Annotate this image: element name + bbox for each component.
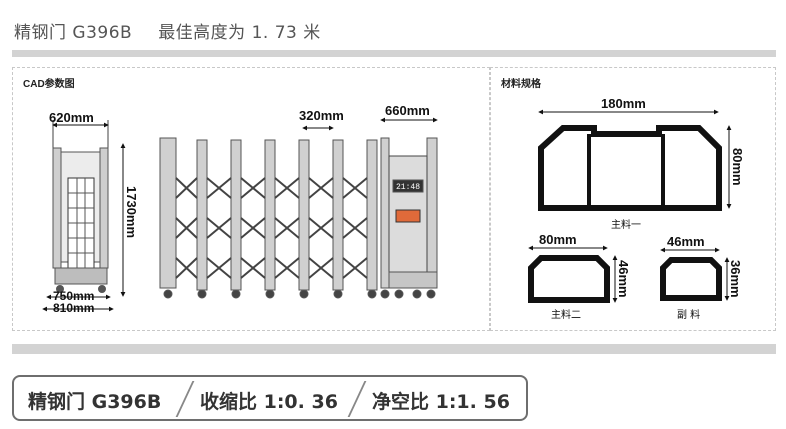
dim-height: 1730mm: [124, 186, 139, 238]
aux-label: 副 料: [677, 308, 700, 321]
header-height-note: 最佳高度为 1. 73 米: [158, 23, 321, 43]
dim-base-outer: 810mm: [53, 301, 94, 315]
dim-base-inner: 750mm: [53, 289, 94, 303]
page-header: 精钢门 G396B 最佳高度为 1. 73 米: [14, 18, 321, 43]
profile-aux: [660, 247, 730, 301]
main1-width: 180mm: [601, 96, 646, 111]
materials-drawing: 180mm 80mm 主料一 80mm 46mm 主料二 46mm 36mm 副…: [528, 96, 745, 321]
dim-width-top: 620mm: [49, 110, 94, 125]
materials-panel: 材料规格 180mm 80mm 主料一 80mm 46mm 主料二: [490, 67, 776, 331]
spec-clear: 净空比 1:1. 56: [372, 391, 510, 413]
materials-title: 材料规格: [501, 79, 541, 90]
main2-width: 80mm: [539, 232, 577, 247]
control-display-time: 21:48: [396, 183, 420, 192]
spec-divider-2: [347, 381, 367, 417]
spec-shrink: 收缩比 1:0. 36: [200, 391, 338, 413]
spec-divider-1: [175, 381, 195, 417]
bottom-divider: [12, 344, 776, 354]
main1-height: 80mm: [730, 148, 745, 186]
top-divider: [12, 50, 776, 57]
header-model: 精钢门 G396B: [14, 23, 133, 43]
dim-spacing: 320mm: [299, 108, 344, 123]
aux-width: 46mm: [667, 234, 705, 249]
main2-label: 主料二: [551, 308, 581, 321]
cad-drawing: 620mm 1730mm 750mm 810mm: [42, 103, 438, 315]
cad-panel: CAD参数图: [12, 67, 490, 331]
dim-head-width: 660mm: [385, 103, 430, 118]
spec-box: 精钢门 G396B 收缩比 1:0. 36 净空比 1:1. 56: [12, 375, 528, 421]
spec-model: 精钢门 G396B: [28, 391, 162, 413]
aux-height: 36mm: [728, 260, 743, 298]
main1-label: 主料一: [611, 218, 641, 231]
gate-front-view: [159, 137, 438, 299]
gate-side-view: [42, 120, 126, 312]
profile-main1: [538, 109, 732, 211]
cad-title: CAD参数图: [23, 79, 75, 90]
main2-height: 46mm: [616, 260, 631, 298]
profile-main2: [528, 245, 618, 303]
